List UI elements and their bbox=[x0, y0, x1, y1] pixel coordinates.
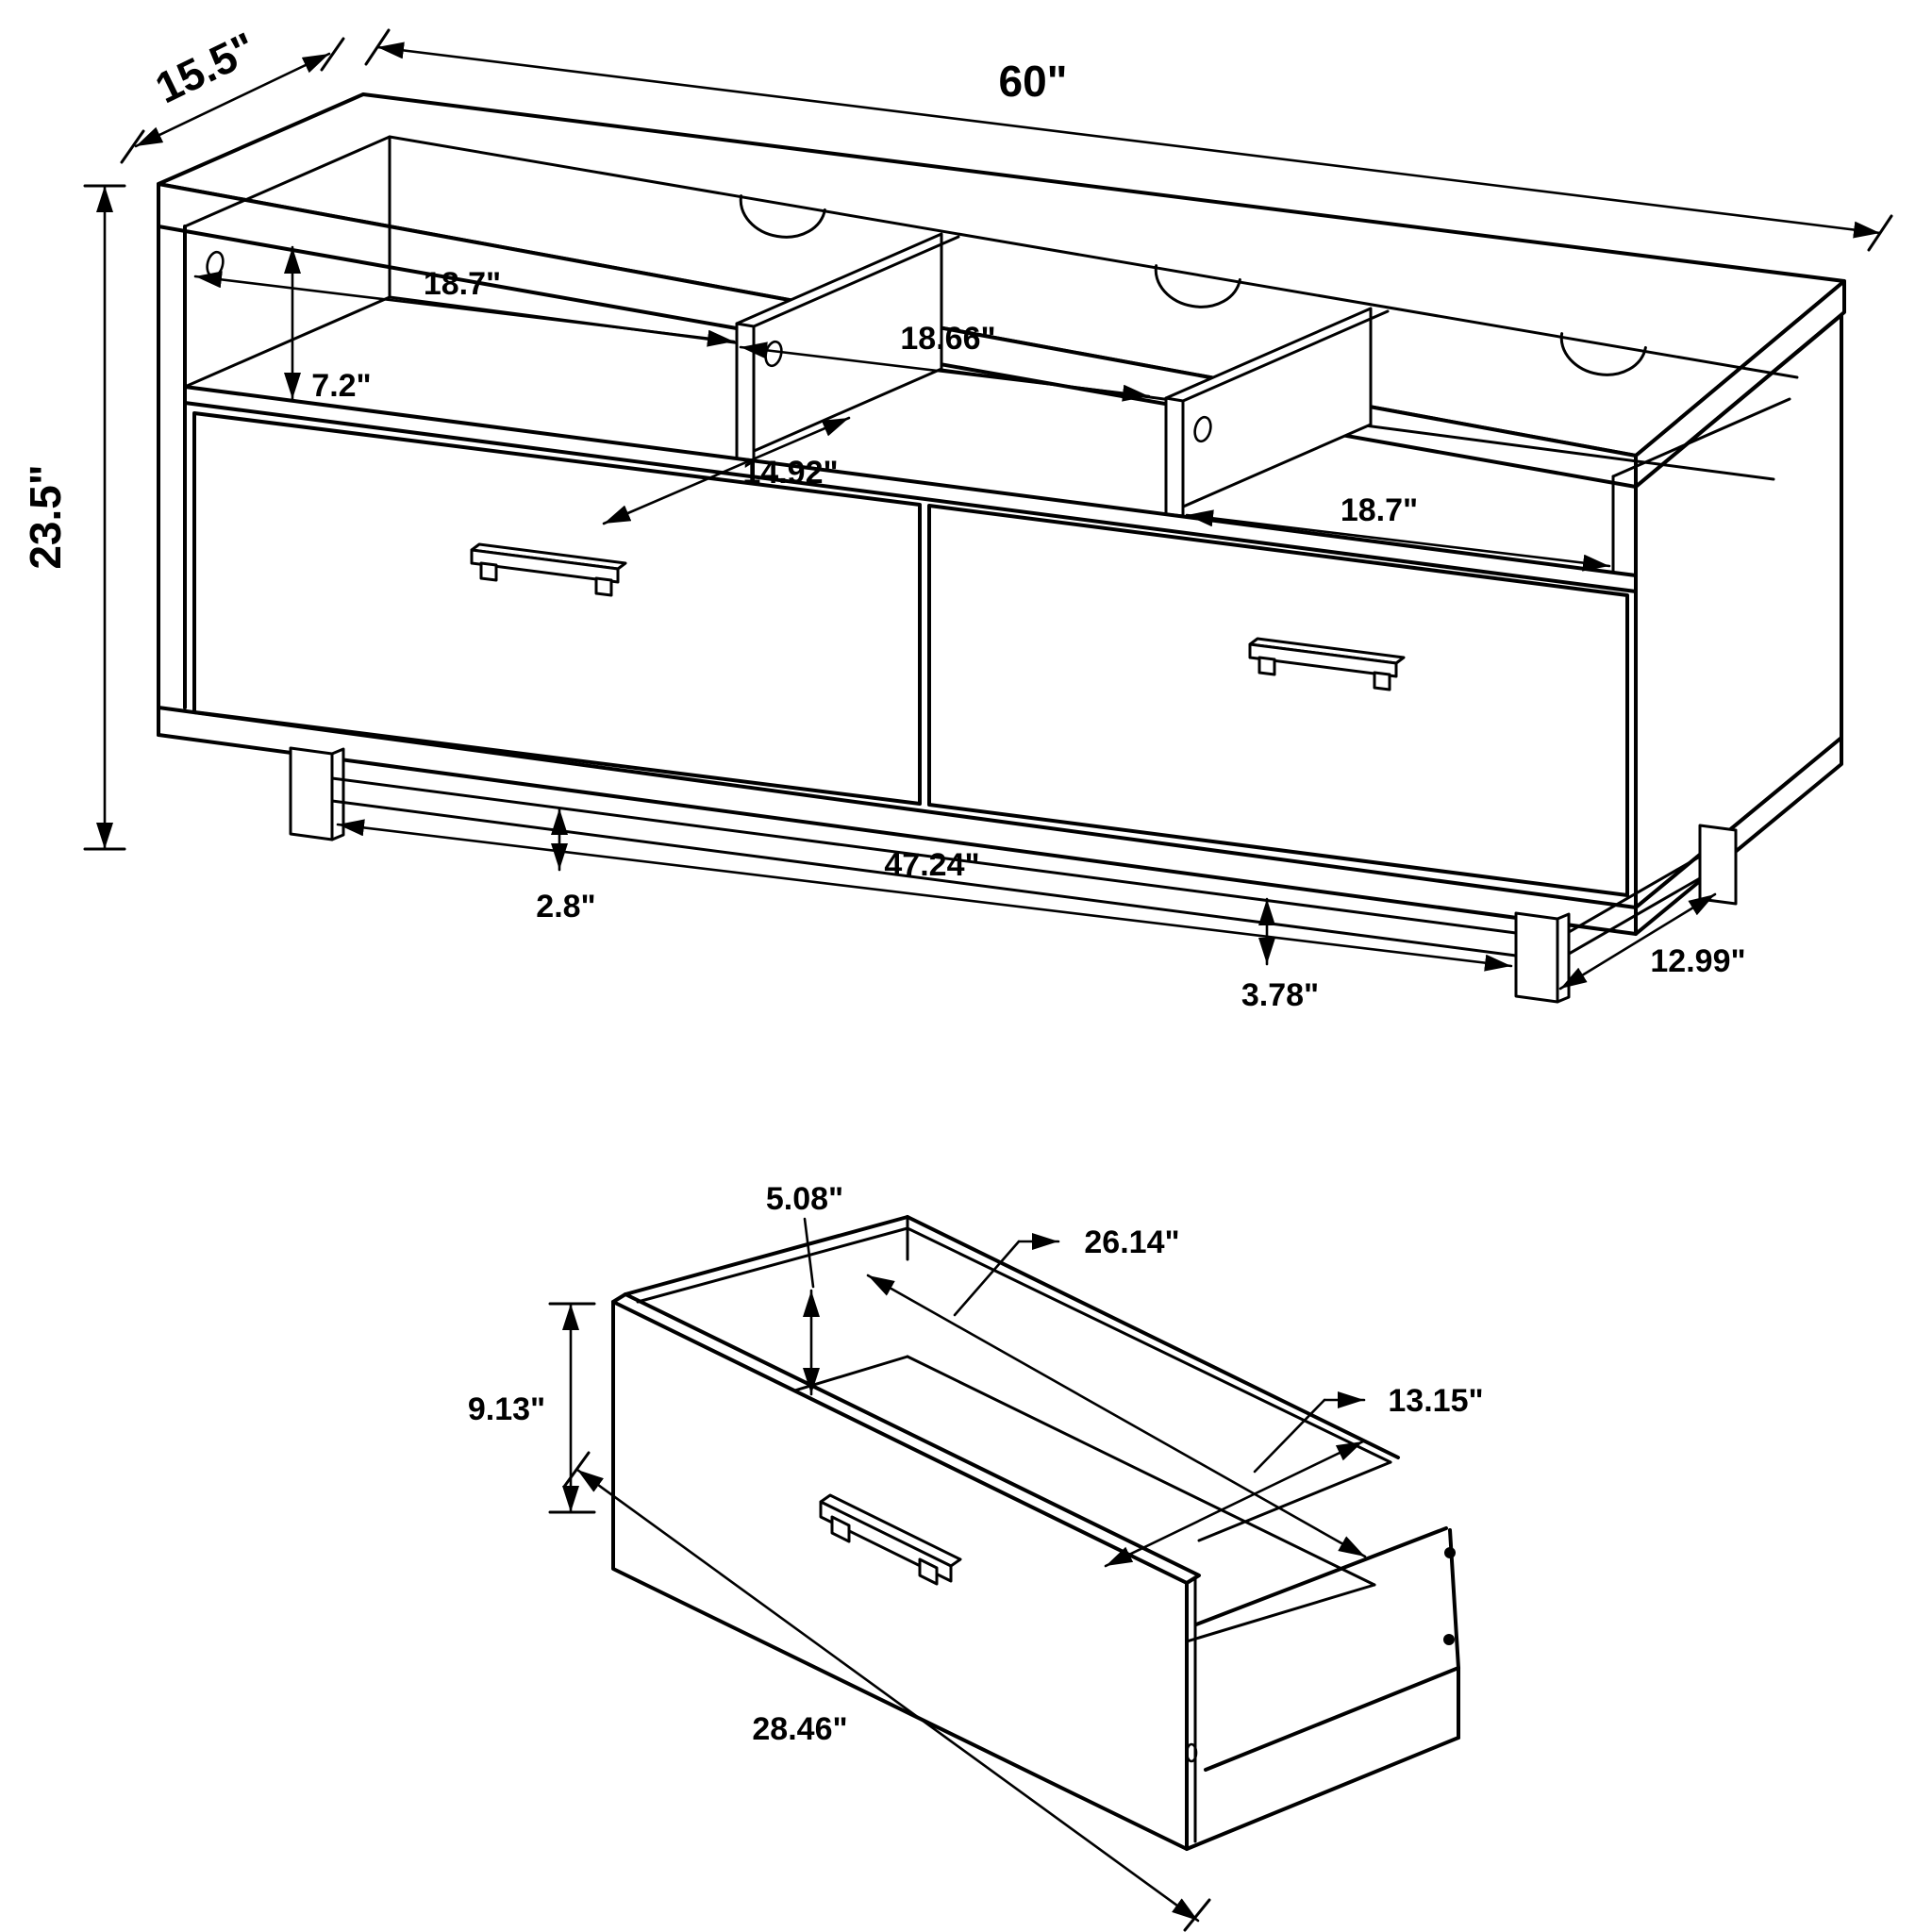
dim-tick bbox=[120, 129, 145, 164]
dim-cubby3-width-label: 18.7" bbox=[1341, 492, 1418, 528]
dim-drawer-inner-depth-label: 13.15" bbox=[1388, 1383, 1483, 1419]
rear-right-leg-face bbox=[1698, 824, 1738, 906]
drawer-bottom-back-edge bbox=[1185, 1736, 1460, 1851]
dim-cubby-height-label: 7.2" bbox=[311, 368, 371, 404]
drawer-left-wall-top-edge bbox=[624, 1215, 909, 1296]
right-panel-inner-top-recede bbox=[1611, 397, 1791, 478]
dim-cubby2-width-label: 18.66" bbox=[900, 321, 995, 357]
left-drawer-handle bbox=[470, 542, 627, 597]
dim-line-cubby3-width bbox=[1185, 509, 1611, 572]
divider2-top-edge bbox=[1181, 309, 1390, 403]
front-left-leg bbox=[289, 746, 345, 841]
top-panel-right-edge bbox=[1634, 279, 1846, 489]
dim-line-base-rail bbox=[336, 819, 1513, 972]
divider1-top-edge bbox=[752, 235, 960, 328]
dim-tick bbox=[320, 37, 345, 72]
cable-notch-cubby2 bbox=[1154, 264, 1241, 308]
left-handle-foot-left bbox=[479, 561, 498, 582]
divider1-front-edge bbox=[735, 322, 756, 462]
vent-hole-divider2 bbox=[1193, 415, 1212, 443]
dim-tick bbox=[1867, 214, 1893, 252]
tv-stand-dimensions: 15.5" 60" 23.5" 18.7" 18.66" 18.7" 7.2" bbox=[21, 23, 1893, 1013]
dim-height-label: 23.5" bbox=[21, 464, 70, 569]
dim-drawer-front-width-label: 28.46" bbox=[752, 1711, 847, 1747]
drawer-right-wall-bottom-edge bbox=[1204, 1666, 1460, 1772]
drawer-right-wall-top-outer-edge bbox=[1194, 1526, 1448, 1626]
dim-base-rail-label: 47.24" bbox=[884, 847, 979, 883]
cable-notch-cubby3 bbox=[1559, 332, 1647, 376]
dim-tick bbox=[1183, 1898, 1211, 1932]
dim-tick bbox=[562, 1451, 591, 1489]
leader-inner-width bbox=[953, 1240, 1021, 1317]
leader-inner-depth bbox=[1253, 1398, 1326, 1474]
dim-cubby-depth-label: 14.92" bbox=[742, 455, 838, 491]
rear-right-leg bbox=[1698, 824, 1738, 906]
drawer-left-wall-inner-edge bbox=[636, 1226, 909, 1304]
drawer-dimensions: 9.13" 5.08" 26.14" 13.15" 28.46" bbox=[468, 1181, 1484, 1932]
dim-leg-spacing-label: 12.99" bbox=[1650, 943, 1745, 979]
drawer-detail-drawing: 9.13" 5.08" 26.14" 13.15" 28.46" bbox=[468, 1181, 1484, 1932]
divider2-front-edge bbox=[1164, 396, 1185, 518]
right-handle-bar bbox=[1248, 642, 1398, 678]
dim-width-label: 60" bbox=[999, 57, 1068, 106]
dim-line-leg-spacing bbox=[1558, 892, 1717, 991]
leader-side-height bbox=[803, 1217, 815, 1289]
screw-hole-bottom bbox=[1443, 1634, 1455, 1645]
dim-leg-height-label: 2.8" bbox=[536, 889, 595, 924]
right-handle-foot-left bbox=[1257, 656, 1276, 676]
dim-drawer-inner-width-label: 26.14" bbox=[1084, 1224, 1179, 1260]
right-drawer-handle bbox=[1248, 637, 1406, 691]
left-handle-foot-right bbox=[594, 576, 613, 597]
dim-line-cubby2-width bbox=[739, 341, 1151, 402]
dim-drawer-front-height-label: 9.13" bbox=[468, 1391, 545, 1427]
dim-line-cubby-depth bbox=[602, 416, 851, 525]
left-handle-bar bbox=[470, 548, 620, 584]
right-handle-foot-right bbox=[1373, 671, 1391, 691]
dim-line-depth bbox=[134, 52, 331, 148]
tv-stand-drawing: 15.5" 60" 23.5" 18.7" 18.66" 18.7" 7.2" bbox=[21, 23, 1893, 1013]
dim-clearance-label: 3.78" bbox=[1241, 977, 1319, 1013]
front-left-leg-face bbox=[289, 746, 334, 841]
dim-cubby1-width-label: 18.7" bbox=[424, 266, 501, 302]
screw-hole-top bbox=[1444, 1547, 1456, 1558]
front-right-leg-face bbox=[1514, 911, 1559, 1004]
left-panel-top-recede-edge bbox=[183, 135, 391, 228]
dim-line-width bbox=[375, 42, 1882, 239]
dim-tick bbox=[364, 28, 391, 66]
dim-drawer-side-height-label: 5.08" bbox=[766, 1181, 843, 1217]
dim-line-drawer-front-width bbox=[575, 1468, 1200, 1923]
